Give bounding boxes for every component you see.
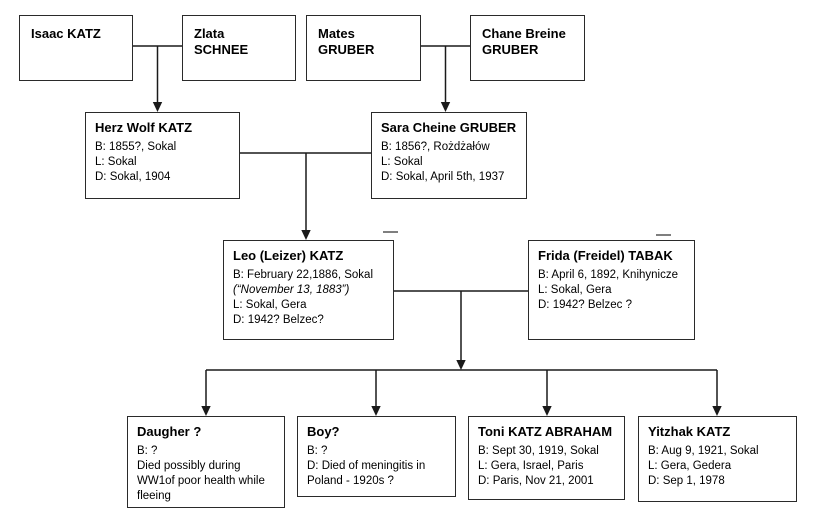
person-details: B: 1856?, Rożdżałów L: Sokal D: Sokal, A… — [372, 139, 526, 185]
couple-line-herz-sara — [240, 152, 371, 231]
person-box-daughter-unknown: Daugher ? B: ? Died possibly during WW1o… — [127, 416, 285, 508]
person-name: Isaac KATZ — [31, 26, 101, 41]
detail-line: B: ? — [137, 445, 158, 457]
detail-line: B: April 6, 1892, Knihynicze — [538, 269, 678, 281]
detail-line: D: Sokal, April 5th, 1937 — [381, 171, 505, 183]
person-name: Yitzhak KATZ — [648, 424, 731, 439]
arrow-down-icon — [152, 102, 163, 112]
detail-line: L: Gera, Israel, Paris — [478, 460, 584, 472]
person-details: B: ? D: Died of meningitis in Poland - 1… — [298, 443, 455, 489]
detail-line-alternate-date: (“November 13, 1883”) — [233, 284, 350, 296]
detail-line: B: 1855?, Sokal — [95, 141, 177, 153]
arrow-down-icon — [371, 406, 381, 416]
person-name: Boy? — [307, 424, 340, 439]
person-box-sara-cheine-gruber: Sara Cheine GRUBER B: 1856?, Rożdżałów L… — [371, 112, 527, 199]
person-name: Chane Breine GRUBER — [482, 26, 566, 57]
arrow-down-icon — [542, 406, 552, 416]
detail-line: Died possibly during — [137, 460, 241, 472]
couple-line-mates-chane — [421, 45, 470, 103]
person-details: B: February 22,1886, Sokal (“November 13… — [224, 267, 393, 328]
arrow-down-icon — [301, 230, 311, 240]
person-details: B: ? Died possibly during WW1of poor hea… — [128, 443, 284, 504]
detail-line: D: Paris, Nov 21, 2001 — [478, 475, 594, 487]
detail-line: L: Sokal, Gera — [233, 299, 307, 311]
arrow-down-icon — [440, 102, 451, 112]
person-box-mates-gruber: Mates GRUBER — [306, 15, 421, 81]
detail-line: D: Sep 1, 1978 — [648, 475, 725, 487]
arrow-down-icon — [456, 360, 466, 370]
person-box-isaac-katz: Isaac KATZ — [19, 15, 133, 81]
detail-line: L: Sokal — [381, 156, 423, 168]
person-box-toni-katz-abraham: Toni KATZ ABRAHAM B: Sept 30, 1919, Soka… — [468, 416, 625, 500]
person-details: B: Aug 9, 1921, Sokal L: Gera, Gedera D:… — [639, 443, 796, 489]
person-details: B: April 6, 1892, Knihynicze L: Sokal, G… — [529, 267, 694, 313]
detail-line: D: 1942? Belzec ? — [538, 299, 632, 311]
detail-line: B: Sept 30, 1919, Sokal — [478, 445, 599, 457]
couple-line-leo-frida — [394, 290, 528, 361]
person-name: Frida (Freidel) TABAK — [538, 248, 673, 263]
person-box-boy-unknown: Boy? B: ? D: Died of meningitis in Polan… — [297, 416, 456, 497]
detail-line: WW1of poor health while — [137, 475, 265, 487]
person-name: Daugher ? — [137, 424, 202, 439]
detail-line: D: 1942? Belzec? — [233, 314, 324, 326]
person-name: Sara Cheine GRUBER — [381, 120, 517, 135]
children-distribution-line — [205, 369, 718, 407]
arrow-down-icon — [712, 406, 722, 416]
detail-line: L: Sokal, Gera — [538, 284, 612, 296]
person-details: B: 1855?, Sokal L: Sokal D: Sokal, 1904 — [86, 139, 239, 185]
detail-line: Poland - 1920s ? — [307, 475, 394, 487]
arrow-down-icon — [201, 406, 211, 416]
detail-line: L: Gera, Gedera — [648, 460, 732, 472]
detail-line: B: Aug 9, 1921, Sokal — [648, 445, 759, 457]
detail-line: B: February 22,1886, Sokal — [233, 269, 373, 281]
person-box-herz-wolf-katz: Herz Wolf KATZ B: 1855?, Sokal L: Sokal … — [85, 112, 240, 199]
person-box-frida-freidel-tabak: Frida (Freidel) TABAK B: April 6, 1892, … — [528, 240, 695, 340]
person-name: Leo (Leizer) KATZ — [233, 248, 344, 263]
person-box-zlata-schnee: Zlata SCHNEE — [182, 15, 296, 81]
detail-line: D: Sokal, 1904 — [95, 171, 171, 183]
person-details: B: Sept 30, 1919, Sokal L: Gera, Israel,… — [469, 443, 624, 489]
person-name: Toni KATZ ABRAHAM — [478, 424, 613, 439]
detail-line: B: ? — [307, 445, 328, 457]
detail-line: B: 1856?, Rożdżałów — [381, 141, 490, 153]
person-box-yitzhak-katz: Yitzhak KATZ B: Aug 9, 1921, Sokal L: Ge… — [638, 416, 797, 502]
person-name: Mates GRUBER — [318, 26, 375, 57]
detail-line: fleeing — [137, 490, 171, 502]
detail-line: L: Sokal — [95, 156, 137, 168]
detail-line: D: Died of meningitis in — [307, 460, 426, 472]
person-box-leo-leizer-katz: Leo (Leizer) KATZ B: February 22,1886, S… — [223, 240, 394, 340]
person-name: Zlata SCHNEE — [194, 26, 249, 57]
person-name: Herz Wolf KATZ — [95, 120, 193, 135]
person-box-chane-breine-gruber: Chane Breine GRUBER — [470, 15, 585, 81]
couple-line-isaac-zlata — [133, 45, 182, 103]
